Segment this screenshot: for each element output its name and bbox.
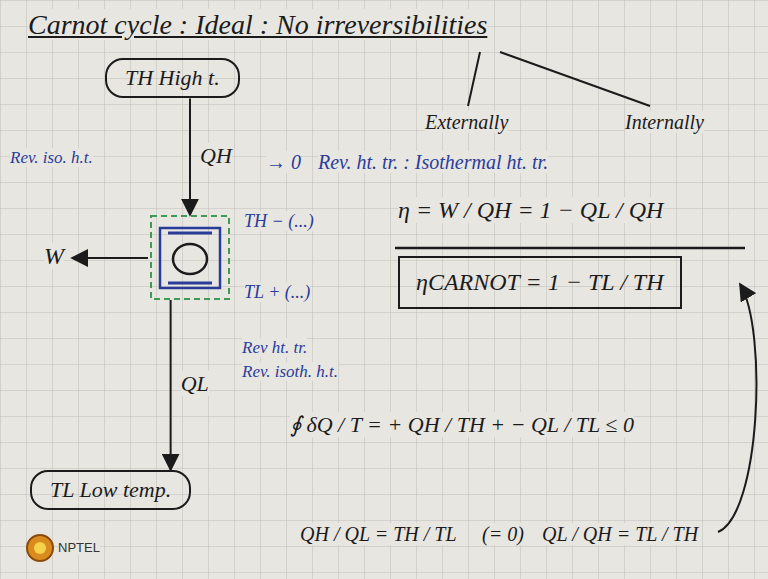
result-box: ηCARNOT = 1 − TL / TH <box>398 256 682 309</box>
note-holder: Rev. iso. h.t. <box>10 148 93 168</box>
title: Carnot cycle : Ideal : No irreversibilit… <box>28 9 487 40</box>
equation-holder: QL / QH = TL / TH <box>542 522 698 546</box>
node-text: ηCARNOT = 1 − TL / TH <box>416 268 664 297</box>
branch-label-holder: Externally <box>425 110 508 134</box>
temperature-note: TH − (...) <box>244 211 314 231</box>
heat-label: QH <box>200 143 232 168</box>
nptel-emblem <box>27 535 53 561</box>
pointer-arrow <box>718 284 756 532</box>
note-holder: → 0 <box>266 150 301 174</box>
edge-label-holder: QL <box>181 371 209 397</box>
branch-label-holder: Internally <box>625 110 704 134</box>
title-block: Carnot cycle : Ideal : No irreversibilit… <box>28 8 487 42</box>
equation: QH / QL = TH / TL <box>300 523 457 545</box>
equation-holder: ∮ δQ / T = + QH / TH + − QL / TL ≤ 0 <box>290 412 634 438</box>
equation: QL / QH = TL / TH <box>542 523 698 545</box>
rule-line <box>395 247 745 250</box>
heat-label: QL <box>181 371 209 396</box>
heat-flow-arrow <box>170 300 172 470</box>
engine-outline <box>150 215 230 300</box>
equation-holder: QH / QL = TH / TL <box>300 522 457 546</box>
note-holder: Rev. isoth. h.t. <box>242 362 338 382</box>
note: Rev. ht. tr. : Isothermal ht. tr. <box>318 151 548 173</box>
watermark-holder: NPTEL <box>58 540 100 556</box>
watermark: NPTEL <box>58 540 100 555</box>
bracket-line <box>468 52 480 106</box>
node-text: TH High t. <box>125 65 220 91</box>
note: → 0 <box>266 151 301 173</box>
note: Rev. iso. h.t. <box>10 148 93 167</box>
edge-label-holder: QH <box>200 143 232 169</box>
branch-label: Externally <box>425 111 508 133</box>
equation-holder: η = W / QH = 1 − QL / QH <box>398 196 663 225</box>
note-holder: Rev. ht. tr. : Isothermal ht. tr. <box>318 150 548 174</box>
node-text: TL Low temp. <box>50 477 171 503</box>
note-holder: Rev ht. tr. <box>242 338 307 358</box>
equation: (= 0) <box>482 523 524 545</box>
branch-label: Internally <box>625 111 704 133</box>
equation-holder: (= 0) <box>482 522 524 546</box>
work-arrow <box>72 257 148 259</box>
bracket-line <box>500 52 650 106</box>
temperature-note: TL + (...) <box>244 282 310 302</box>
side-note: TH − (...) <box>244 211 314 233</box>
engine-box: TH − (...)TL + (...) <box>150 215 230 300</box>
side-note: TL + (...) <box>244 282 310 304</box>
note: Rev ht. tr. <box>242 338 307 357</box>
equation: ∮ δQ / T = + QH / TH + − QL / TL ≤ 0 <box>290 412 634 437</box>
heat-flow-arrow <box>189 98 191 215</box>
work-label: W <box>44 243 64 269</box>
reservoir-box: TH High t. <box>105 58 240 98</box>
reservoir-box: TL Low temp. <box>30 470 191 510</box>
equation: η = W / QH = 1 − QL / QH <box>398 197 663 223</box>
note: Rev. isoth. h.t. <box>242 362 338 381</box>
work-label-holder: W <box>44 242 64 271</box>
